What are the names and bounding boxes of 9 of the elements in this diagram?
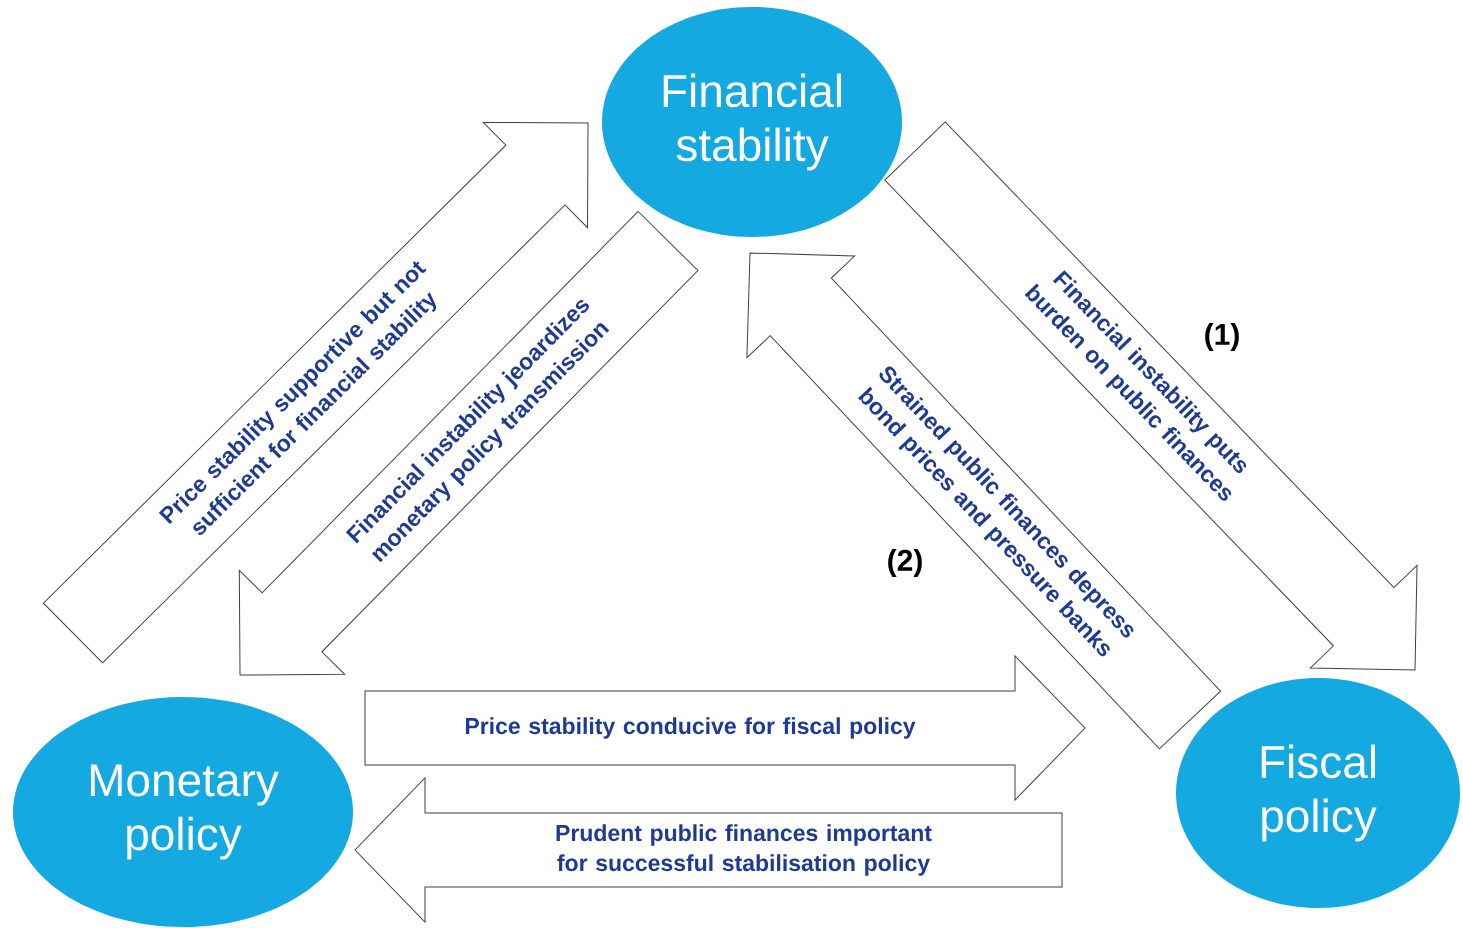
block-arrow — [354, 777, 1063, 923]
arrow-label: Price stability conducive for fiscal policy — [465, 717, 916, 739]
callout-number: (2) — [888, 549, 922, 577]
block-arrow — [238, 211, 699, 676]
block-arrow — [746, 252, 1222, 750]
block-arrow — [42, 122, 589, 664]
block-arrow — [364, 655, 1086, 801]
arrow-label: Prudent public finances important for successful stabilisation policy — [556, 824, 932, 876]
block-arrow — [884, 121, 1418, 671]
